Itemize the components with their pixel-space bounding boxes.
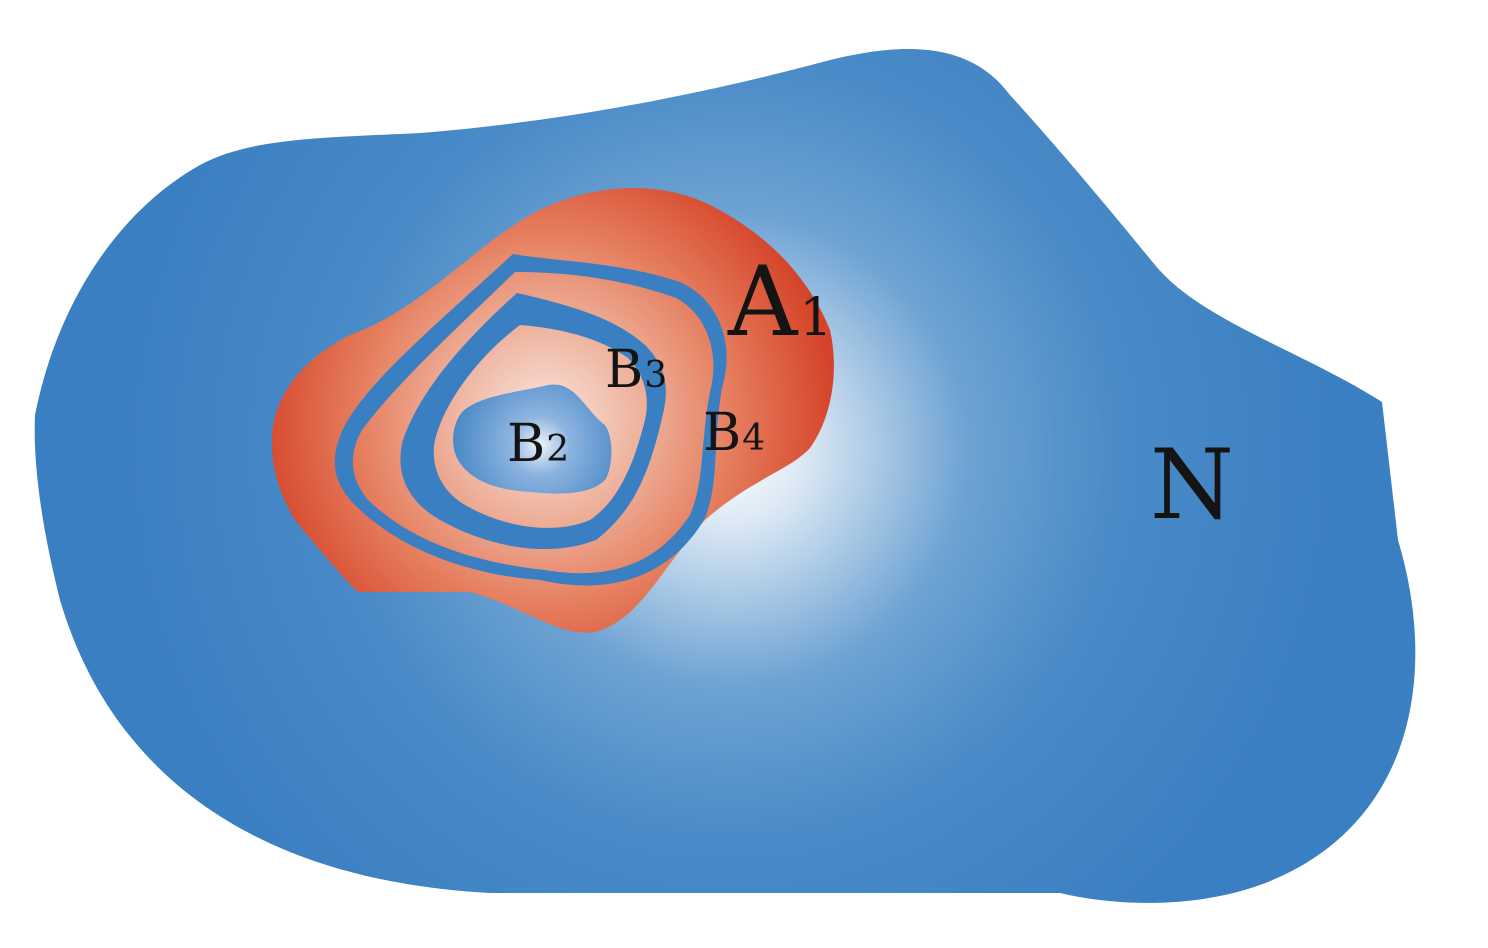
label-b3: B3 — [605, 340, 667, 400]
region-b3-band — [400, 293, 666, 550]
label-a1: A1 — [727, 246, 832, 358]
label-b2: B2 — [507, 414, 569, 474]
region-b2 — [453, 384, 612, 494]
label-b4: B4 — [703, 403, 765, 463]
region-b4-band — [334, 254, 727, 586]
label-n: N — [1150, 429, 1234, 541]
